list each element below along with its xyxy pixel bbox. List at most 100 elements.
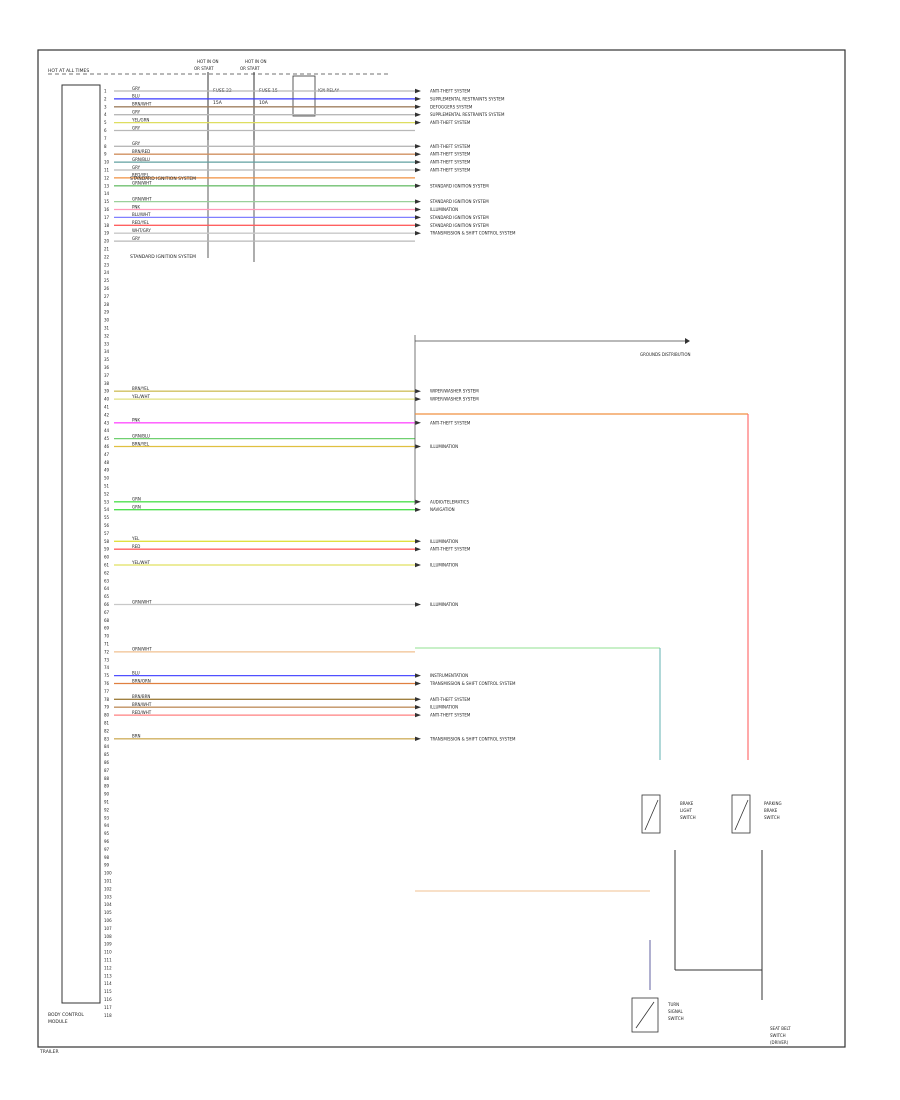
pin-number: 40	[104, 397, 110, 402]
wire-color-label: GRN	[132, 505, 141, 510]
brake-light-switch: BRAKE LIGHT SWITCH	[641, 794, 696, 834]
pin-number: 22	[104, 254, 110, 259]
pin-numbers: 1234567891011121314151617181920212223242…	[104, 89, 112, 1018]
pin-number: 116	[104, 997, 112, 1002]
wire-arrow	[415, 539, 421, 544]
wire-destination: STANDARD IGNITION SYSTEM	[430, 199, 489, 204]
wire-color-label: YEL/GRN	[131, 117, 149, 122]
pin-number: 23	[104, 262, 110, 267]
pin-number: 3	[104, 104, 107, 109]
wire-arrow	[415, 697, 421, 702]
pin-number: 63	[104, 578, 110, 583]
pin-number: 74	[104, 665, 110, 670]
pin-number: 99	[104, 863, 110, 868]
svg-text:(DRIVER): (DRIVER)	[770, 1040, 789, 1045]
wire-color-label: PNK	[132, 204, 140, 209]
pin-number: 115	[104, 989, 112, 994]
wire-destination: ANTI-THEFT SYSTEM	[430, 697, 471, 702]
wire-arrow	[415, 547, 421, 552]
wire-destination: ANTI-THEFT SYSTEM	[430, 89, 471, 94]
pin-number: 94	[104, 823, 110, 828]
wire-color-label: YEL/WHT	[131, 560, 151, 565]
pin-number: 98	[104, 855, 110, 860]
svg-text:SWITCH: SWITCH	[680, 815, 696, 820]
wire-destination: ANTI-THEFT SYSTEM	[430, 168, 471, 173]
pin-number: 85	[104, 752, 110, 757]
wire-arrow	[415, 681, 421, 686]
wire-color-label: WHT/GRY	[132, 228, 151, 233]
pin-number: 4	[104, 112, 107, 117]
pin-number: 62	[104, 570, 110, 575]
pin-number: 106	[104, 918, 112, 923]
wire-color-label: RED/YEL	[132, 173, 150, 178]
wire-color-label: GRY	[132, 86, 141, 91]
wire-destination: ILLUMINATION	[430, 602, 458, 607]
wire-color-label: GRN/WHT	[132, 196, 152, 201]
pin-number: 32	[104, 333, 110, 338]
wire-color-label: RED/WHT	[132, 710, 152, 715]
fuse-b-sub-label: OR START	[240, 66, 260, 71]
wire-destination: STANDARD IGNITION SYSTEM	[430, 215, 489, 220]
pin-number: 95	[104, 831, 110, 836]
turn-signal-switch: TURN SIGNAL SWITCH	[631, 997, 684, 1033]
body-control-module-box	[61, 84, 101, 1004]
wire-color-label: GRY	[132, 236, 141, 241]
pin-number: 37	[104, 373, 110, 378]
pin-number: 49	[104, 468, 110, 473]
pin-number: 52	[104, 491, 110, 496]
pin-number: 54	[104, 507, 110, 512]
pin-number: 1	[104, 89, 107, 94]
pin-number: 41	[104, 405, 110, 410]
wire-color-label: YEL	[131, 536, 140, 541]
pin-number: 11	[104, 168, 110, 173]
pin-number: 108	[104, 934, 112, 939]
pin-number: 14	[104, 191, 110, 196]
pin-number: 93	[104, 815, 110, 820]
wire-destination: WIPER/WASHER SYSTEM	[430, 397, 479, 402]
wire-color-label: RED/YEL	[132, 220, 150, 225]
wire-arrow	[415, 712, 421, 718]
pin-number: 12	[104, 175, 110, 180]
pin-number: 73	[104, 657, 110, 662]
pin-number: 15	[104, 199, 110, 204]
fuse-b-amp: 10A	[259, 100, 269, 106]
wire-arrow	[415, 159, 421, 165]
pin-number: 90	[104, 792, 110, 797]
svg-text:SIGNAL: SIGNAL	[668, 1009, 684, 1014]
pin-number: 27	[104, 294, 110, 299]
ground-arrow	[685, 338, 690, 344]
wire-color-label: ORN/WHT	[132, 647, 152, 652]
wire-color-label: PNK	[132, 418, 140, 423]
wire-color-label: GRN/BLU	[132, 157, 150, 162]
pin-number: 16	[104, 207, 110, 212]
wire-arrow	[415, 223, 421, 228]
pin-number: 113	[104, 973, 112, 978]
pin-number: 70	[104, 634, 110, 639]
pin-number: 83	[104, 736, 110, 741]
pin-number: 78	[104, 697, 110, 702]
pin-number: 43	[104, 420, 110, 425]
wire-color-label: YEL/WHT	[131, 394, 151, 399]
wire-arrow	[415, 736, 421, 741]
pin-number: 97	[104, 847, 110, 852]
wire-destination: ILLUMINATION	[430, 563, 458, 568]
svg-text:SEAT BELT: SEAT BELT	[770, 1026, 791, 1031]
pin-number: 84	[104, 744, 110, 749]
footer-label: TRAILER	[39, 1049, 59, 1055]
pin-number: 51	[104, 484, 110, 489]
wire-color-label: BRN	[132, 734, 141, 739]
wire-destination: ANTI-THEFT SYSTEM	[430, 152, 471, 157]
parking-brake-switch: PARKING BRAKE SWITCH	[731, 794, 782, 834]
wire-arrow	[415, 152, 421, 157]
pin-number: 28	[104, 302, 110, 307]
pin-number: 9	[104, 152, 107, 157]
pin-number: 56	[104, 523, 110, 528]
wire-arrow	[415, 88, 421, 94]
pin-number: 34	[104, 349, 110, 354]
svg-text:SWITCH: SWITCH	[668, 1016, 684, 1021]
pin-number: 42	[104, 412, 110, 417]
pin-number: 89	[104, 784, 110, 789]
wire-arrow	[415, 183, 421, 188]
wire-color-label: BLU	[132, 94, 140, 99]
